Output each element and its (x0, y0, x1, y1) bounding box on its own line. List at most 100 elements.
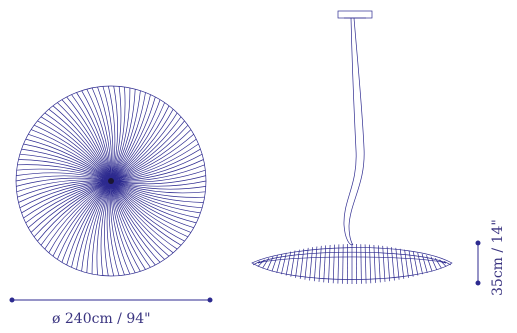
top-rib (44, 112, 112, 182)
shade-rib (332, 244, 335, 284)
lamp-shade-ribs (252, 243, 452, 285)
top-rib (30, 180, 112, 233)
shade-rib (304, 247, 309, 280)
top-rib (110, 180, 141, 272)
top-rib (16, 168, 112, 182)
top-rib (110, 180, 182, 246)
top-rib (19, 153, 112, 182)
shade-rib (391, 247, 395, 281)
top-rib (25, 138, 112, 182)
top-rib (15, 175, 112, 182)
top-rib (110, 180, 185, 242)
top-rib (110, 180, 151, 268)
top-rib (28, 180, 112, 228)
top-rib (110, 180, 170, 257)
top-rib (30, 129, 112, 182)
top-rib (110, 180, 203, 209)
top-rib (97, 86, 112, 182)
top-rib (110, 143, 199, 182)
top-rib (110, 180, 146, 270)
shade-rib (395, 247, 400, 280)
top-rib (110, 120, 185, 182)
top-rib (71, 180, 112, 268)
top-rib (71, 94, 112, 182)
top-rib (110, 180, 161, 263)
shade-rib (373, 244, 376, 283)
shade-rib (285, 251, 292, 276)
top-rib (110, 180, 192, 233)
shade-rib (404, 249, 409, 278)
top-rib (100, 180, 112, 276)
shade-rib (360, 244, 362, 284)
diameter-label: ø 240cm / 94" (52, 311, 151, 327)
top-rib (110, 138, 197, 182)
shade-rib (386, 246, 391, 282)
top-rib (110, 87, 131, 182)
shade-rib (309, 247, 313, 281)
top-rib (66, 96, 112, 182)
top-rib (110, 180, 125, 276)
lamp-top-center (108, 178, 114, 184)
top-rib (110, 148, 201, 182)
shade-rib (408, 250, 414, 277)
top-rib (21, 180, 112, 214)
shade-rib (377, 245, 381, 283)
top-rib (110, 180, 165, 260)
lamp-top-ribs (15, 85, 207, 277)
lamp-top-view (15, 85, 207, 277)
top-rib (18, 159, 112, 182)
top-rib (16, 177, 112, 187)
top-rib (81, 180, 112, 272)
shade-rib (299, 248, 305, 279)
suspension-cord-left (343, 17, 357, 246)
top-rib (86, 88, 112, 182)
top-rib (107, 85, 116, 182)
top-rib (108, 180, 120, 276)
top-rib (25, 180, 112, 224)
top-rib (110, 180, 206, 190)
top-rib (110, 90, 141, 182)
top-rib (16, 179, 112, 193)
shade-rib (328, 244, 331, 283)
shade-rib (382, 245, 386, 282)
top-rib (52, 105, 112, 182)
top-rib (110, 180, 174, 254)
shade-rib (443, 260, 452, 266)
lamp-side-view (251, 10, 453, 285)
top-rib (52, 180, 112, 257)
top-rib (57, 180, 112, 260)
top-rib (37, 180, 112, 242)
top-rib (110, 180, 131, 275)
height-dimension-line (475, 240, 481, 286)
top-rib (16, 172, 112, 182)
top-rib (91, 180, 112, 275)
top-rib (81, 90, 112, 182)
diameter-dimension-line (9, 297, 213, 303)
top-rib (110, 134, 194, 182)
top-rib (18, 180, 112, 203)
top-rib (110, 86, 126, 182)
top-rib (110, 85, 118, 182)
top-rib (23, 180, 112, 219)
top-rib (110, 180, 178, 250)
top-rib (28, 133, 112, 182)
top-rib (110, 96, 156, 182)
top-rib (37, 120, 112, 182)
top-rib (106, 180, 115, 277)
shade-rib (412, 251, 419, 276)
shade-rib (295, 249, 300, 278)
shade-rib (313, 246, 318, 282)
top-rib (110, 124, 189, 182)
top-rib (110, 180, 156, 266)
ceiling-canopy (337, 10, 373, 19)
top-rib (33, 124, 112, 182)
top-rib (110, 129, 192, 182)
top-rib (110, 102, 165, 182)
top-rib (110, 180, 189, 238)
top-rib (110, 89, 136, 182)
top-rib (110, 180, 205, 198)
top-rib (110, 86, 122, 182)
top-rib (110, 92, 146, 182)
shade-ring (257, 251, 447, 264)
